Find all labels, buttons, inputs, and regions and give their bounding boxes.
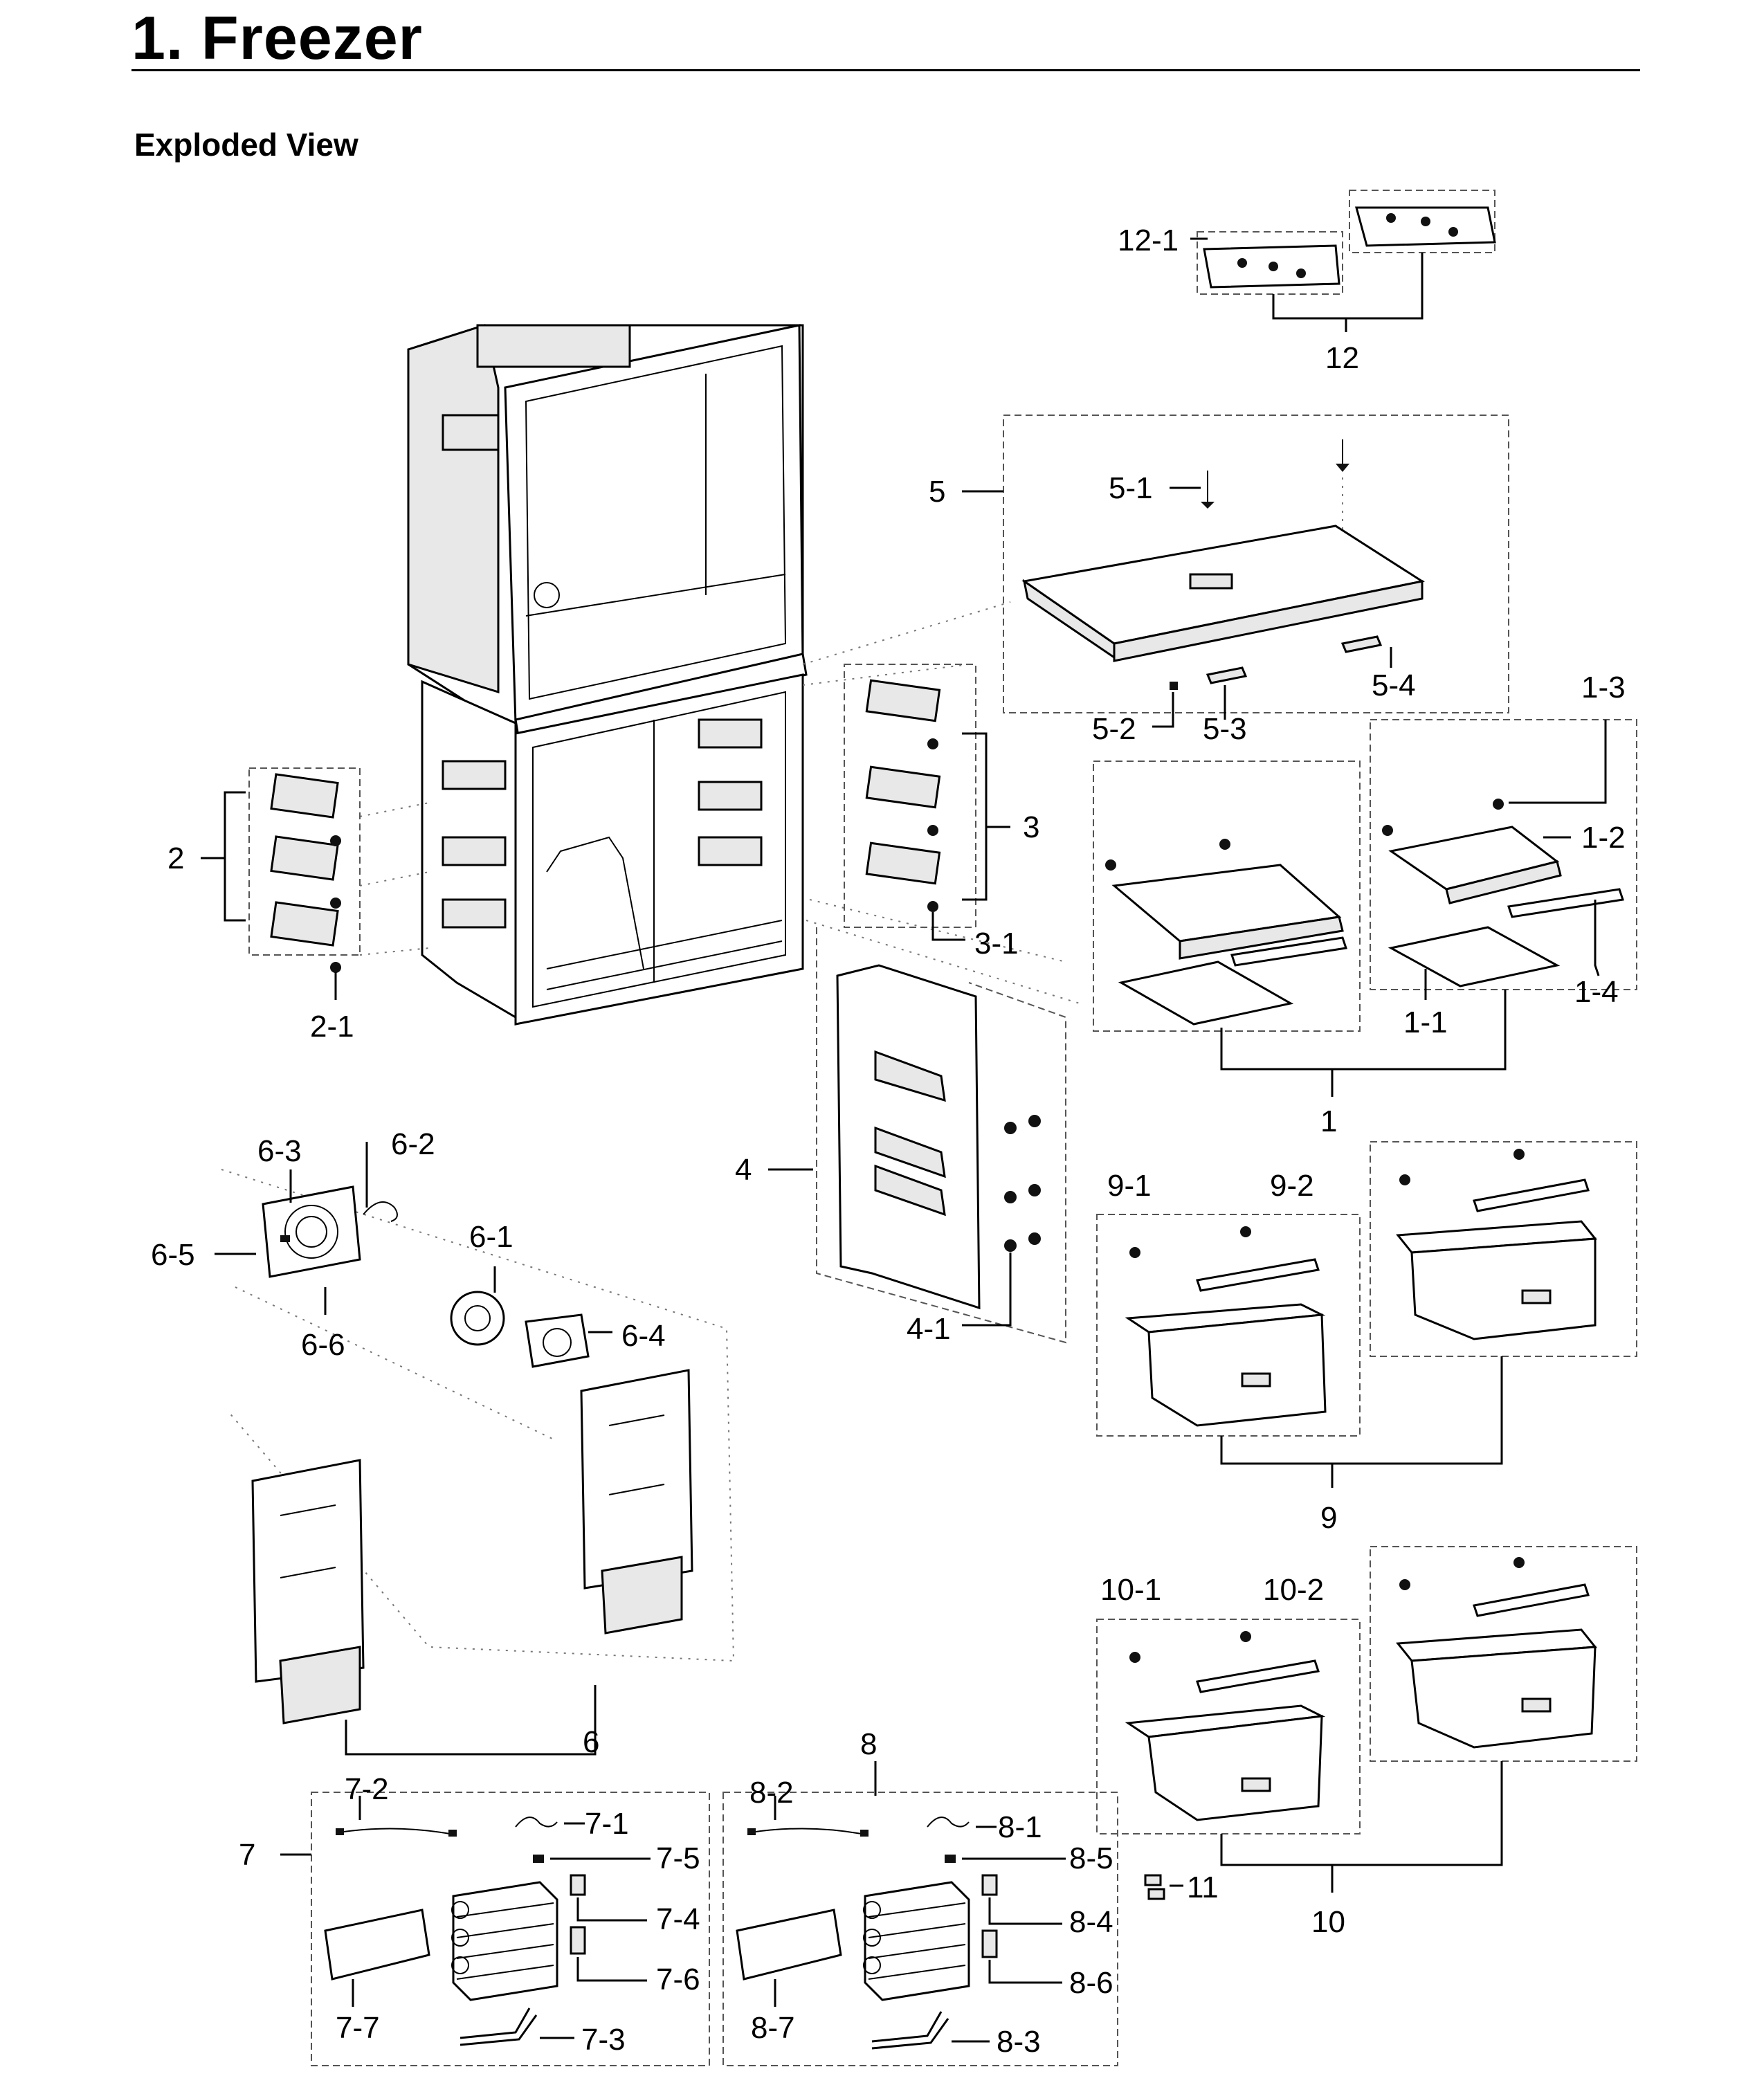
callout-8-1: 8-1 bbox=[998, 1810, 1042, 1844]
callout-2: 2 bbox=[167, 841, 184, 875]
callout-12: 12 bbox=[1325, 341, 1359, 375]
callout-6-2: 6-2 bbox=[391, 1127, 435, 1161]
part-8-evaporator-assembly bbox=[722, 1761, 1118, 2066]
callout-10-2: 10-2 bbox=[1263, 1573, 1324, 1607]
part-4-center-divider bbox=[768, 927, 1066, 1344]
callout-5: 5 bbox=[929, 475, 945, 509]
callout-7-5: 7-5 bbox=[656, 1841, 700, 1875]
callout-2-1: 2-1 bbox=[310, 1010, 354, 1044]
callout-6-5: 6-5 bbox=[151, 1238, 195, 1272]
callout-8-7: 8-7 bbox=[751, 2011, 795, 2045]
callout-7: 7 bbox=[239, 1838, 255, 1872]
callout-5-4: 5-4 bbox=[1372, 668, 1416, 702]
callout-5-2: 5-2 bbox=[1092, 712, 1136, 746]
part-10-lower-freezer-drawers bbox=[1096, 1546, 1637, 1900]
callout-1-3: 1-3 bbox=[1581, 671, 1626, 704]
callout-12-1: 12-1 bbox=[1118, 224, 1179, 257]
callout-3: 3 bbox=[1023, 810, 1039, 844]
callout-8-4: 8-4 bbox=[1069, 1905, 1113, 1939]
callout-9: 9 bbox=[1320, 1501, 1337, 1535]
part-1-upper-shelf-trays bbox=[1093, 719, 1637, 1097]
callout-1-1: 1-1 bbox=[1403, 1005, 1448, 1039]
callout-8-6: 8-6 bbox=[1069, 1966, 1113, 2000]
title-divider bbox=[131, 69, 1640, 71]
callout-1-2: 1-2 bbox=[1581, 821, 1626, 855]
callout-6-4: 6-4 bbox=[621, 1319, 666, 1353]
callout-7-1: 7-1 bbox=[585, 1807, 629, 1841]
callout-4-1: 4-1 bbox=[907, 1312, 951, 1346]
callout-6-6: 6-6 bbox=[301, 1328, 345, 1362]
callout-7-2: 7-2 bbox=[345, 1772, 389, 1806]
callout-3-1: 3-1 bbox=[974, 927, 1019, 960]
callout-1-4: 1-4 bbox=[1574, 975, 1619, 1009]
callout-9-1: 9-1 bbox=[1107, 1169, 1152, 1203]
callout-4: 4 bbox=[735, 1153, 752, 1187]
callout-6-1: 6-1 bbox=[469, 1220, 513, 1254]
part-9-freezer-drawers bbox=[1096, 1141, 1637, 1488]
callout-1: 1 bbox=[1320, 1104, 1337, 1138]
callout-11: 11 bbox=[1187, 1870, 1219, 1904]
part-5-top-cover-assembly bbox=[962, 415, 1509, 728]
page-title: 1. Freezer bbox=[131, 3, 423, 72]
callout-6-3: 6-3 bbox=[257, 1134, 302, 1168]
callout-10: 10 bbox=[1311, 1905, 1345, 1939]
callout-8-2: 8-2 bbox=[749, 1776, 794, 1810]
callout-8-5: 8-5 bbox=[1069, 1841, 1113, 1875]
part-3-right-rail-guides bbox=[844, 664, 1010, 941]
callout-8: 8 bbox=[860, 1727, 877, 1761]
callout-7-4: 7-4 bbox=[656, 1902, 700, 1936]
part-2-left-rail-guides bbox=[201, 767, 361, 1000]
part-6-evaporator-cover-assembly bbox=[215, 1142, 735, 1756]
callout-6: 6 bbox=[583, 1725, 599, 1759]
freezer-cabinet bbox=[407, 324, 808, 1026]
part-7-evaporator-assembly bbox=[280, 1792, 710, 2066]
callout-5-1: 5-1 bbox=[1109, 471, 1153, 505]
callout-7-3: 7-3 bbox=[581, 2023, 626, 2057]
callout-7-7: 7-7 bbox=[336, 2011, 380, 2045]
callout-8-3: 8-3 bbox=[997, 2025, 1041, 2059]
callout-7-6: 7-6 bbox=[656, 1963, 700, 1996]
section-subtitle: Exploded View bbox=[134, 127, 358, 163]
callout-5-3: 5-3 bbox=[1203, 712, 1247, 746]
callout-9-2: 9-2 bbox=[1270, 1169, 1314, 1203]
callout-10-1: 10-1 bbox=[1100, 1573, 1161, 1607]
part-12-tray-lids bbox=[1190, 190, 1496, 332]
